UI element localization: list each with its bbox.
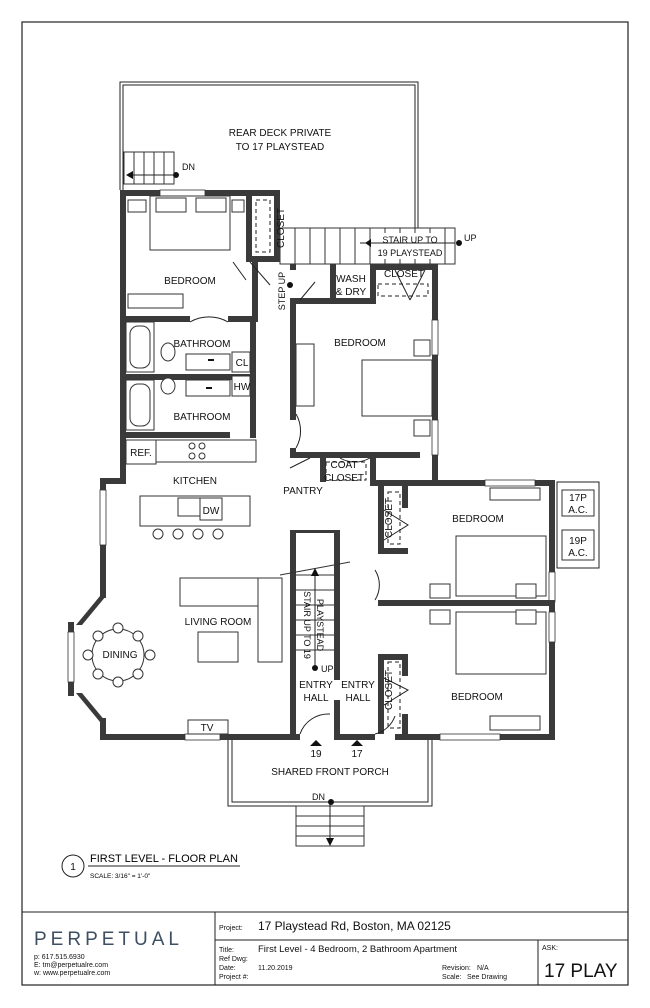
- rear-deck-label-line2: TO 17 PLAYSTEAD: [236, 142, 325, 153]
- bedroom-1-label: BEDROOM: [164, 276, 216, 287]
- bedroom-3-label: BEDROOM: [452, 514, 504, 525]
- entry-hall-a-label-line1: ENTRY: [299, 680, 333, 691]
- entry-stair-label-line1: STAIR UP TO 19: [302, 591, 312, 659]
- closet-2-rod: [377, 283, 429, 297]
- entry-stair-label-line2: PLAYSTEAD: [315, 599, 325, 652]
- title-block: [22, 911, 628, 985]
- title-value: First Level - 4 Bedroom, 2 Bathroom Apar…: [258, 944, 457, 955]
- closet-1-label: CLOSET: [276, 208, 287, 248]
- ac-19-label-line2: A.C.: [568, 548, 587, 559]
- ref-label: REF.: [130, 448, 152, 459]
- closet-1-rod: [255, 199, 271, 253]
- title-label: Title:: [219, 947, 234, 954]
- wash-label-line2: & DRY: [336, 287, 367, 298]
- ref-dwg-label: Ref Dwg:: [219, 956, 248, 963]
- ask-label: ASK:: [542, 945, 558, 952]
- coat-closet-label-line2: CLOSET: [324, 473, 364, 484]
- dn-marker-porch: [328, 799, 334, 805]
- pantry-label: PANTRY: [283, 486, 323, 497]
- dining-label: DINING: [103, 650, 138, 661]
- rear-deck-label-line1: REAR DECK PRIVATE: [229, 128, 332, 139]
- dw-label: DW: [203, 506, 220, 517]
- ac-17-label-line2: A.C.: [568, 505, 587, 516]
- kitchen-label: KITCHEN: [173, 476, 217, 487]
- drawing-number-circle: [61, 854, 85, 878]
- company-email: E: tm@perpetualre.com: [34, 962, 108, 969]
- ac-19-label-line1: 19P: [569, 536, 587, 547]
- revision-label: Revision:: [442, 965, 471, 972]
- rear-stair-label-line2: 19 PLAYSTEAD: [378, 248, 443, 258]
- up-rear-label: UP: [464, 233, 477, 243]
- rear-stair-to-19: [279, 227, 456, 265]
- bedroom-3-furniture: [429, 487, 547, 599]
- bedroom-1-bed: [127, 195, 245, 309]
- rear-stair-label-line1: STAIR UP TO: [382, 235, 437, 245]
- step-up-label: STEP UP: [277, 272, 287, 310]
- scale-label: Scale:: [442, 974, 462, 981]
- project-value: 17 Playstead Rd, Boston, MA 02125: [258, 919, 451, 933]
- exterior-walls: [67, 189, 556, 741]
- ac-17-label-line1: 17P: [569, 493, 587, 504]
- entry-hall-a-label-line2: HALL: [303, 693, 328, 704]
- ac-enclosure: [556, 481, 600, 569]
- entry-hall-b-label-line2: HALL: [345, 693, 370, 704]
- drawing-number: 1: [70, 862, 76, 873]
- door-19-label: 19: [310, 749, 322, 760]
- scale-value: See Drawing: [467, 974, 507, 981]
- closet-3-label: CLOSET: [384, 498, 395, 538]
- closet-3-rod: [387, 491, 401, 545]
- drawing-title: FIRST LEVEL - FLOOR PLAN: [90, 853, 238, 865]
- company-web: w: www.perpetualre.com: [33, 970, 110, 977]
- up-front-label: UP: [321, 664, 334, 674]
- tv-label: TV: [201, 723, 214, 734]
- door-19-marker: [310, 740, 322, 746]
- kitchen-fixtures: [125, 439, 257, 540]
- rear-deck: [119, 81, 419, 228]
- living-room-furniture: [82, 577, 283, 735]
- entry-stair: [279, 561, 351, 665]
- hw-label: HW: [234, 382, 251, 393]
- project-number-label: Project #:: [219, 974, 249, 981]
- bedroom-4-furniture: [429, 609, 547, 731]
- step-up-marker: [287, 282, 293, 288]
- porch-label: SHARED FRONT PORCH: [271, 767, 389, 778]
- bedroom-2-furniture: [295, 339, 433, 437]
- revision-value: N/A: [477, 965, 489, 972]
- ac-unit-17p: [561, 489, 595, 517]
- cl-label: CL: [236, 358, 249, 369]
- date-value: 11.20.2019: [258, 965, 293, 972]
- bathroom-1-fixtures: [125, 321, 251, 373]
- bathroom-2-label: BATHROOM: [173, 412, 230, 423]
- up-marker-rear: [456, 240, 462, 246]
- bedroom-2-label: BEDROOM: [334, 338, 386, 349]
- company-phone: p: 617.515.6930: [34, 954, 85, 961]
- project-label: Project:: [219, 925, 243, 932]
- coat-closet-label-line1: COAT: [330, 460, 357, 471]
- sheet-border: [21, 21, 629, 986]
- closet-4-rod: [387, 661, 401, 729]
- bedroom-4-label: BEDROOM: [451, 692, 503, 703]
- company-logo: PERPETUAL: [34, 929, 183, 950]
- ask-value: 17 PLAY: [544, 961, 618, 982]
- door-17-label: 17: [351, 749, 363, 760]
- ac-unit-19p: [561, 529, 595, 561]
- wash-label-line1: WASH: [336, 274, 366, 285]
- closet-2-label: CLOSET: [384, 269, 424, 280]
- date-label: Date:: [219, 965, 236, 972]
- entry-hall-b-label-line1: ENTRY: [341, 680, 375, 691]
- dn-rear-label: DN: [182, 162, 195, 172]
- bathroom-2-fixtures: [125, 375, 251, 431]
- closet-4-label: CLOSET: [384, 670, 395, 710]
- front-porch: [227, 740, 433, 847]
- interior-walls: [120, 190, 555, 740]
- drawing-scale: SCALE: 3/16" = 1'-0": [90, 873, 151, 880]
- door-17-marker: [351, 740, 363, 746]
- coat-closet-rod: [325, 461, 367, 481]
- living-room-label: LIVING ROOM: [185, 617, 252, 628]
- dn-porch-label: DN: [312, 792, 325, 802]
- up-marker-front: [312, 665, 318, 671]
- dn-marker-rear: [173, 172, 179, 178]
- bathroom-1-label: BATHROOM: [173, 339, 230, 350]
